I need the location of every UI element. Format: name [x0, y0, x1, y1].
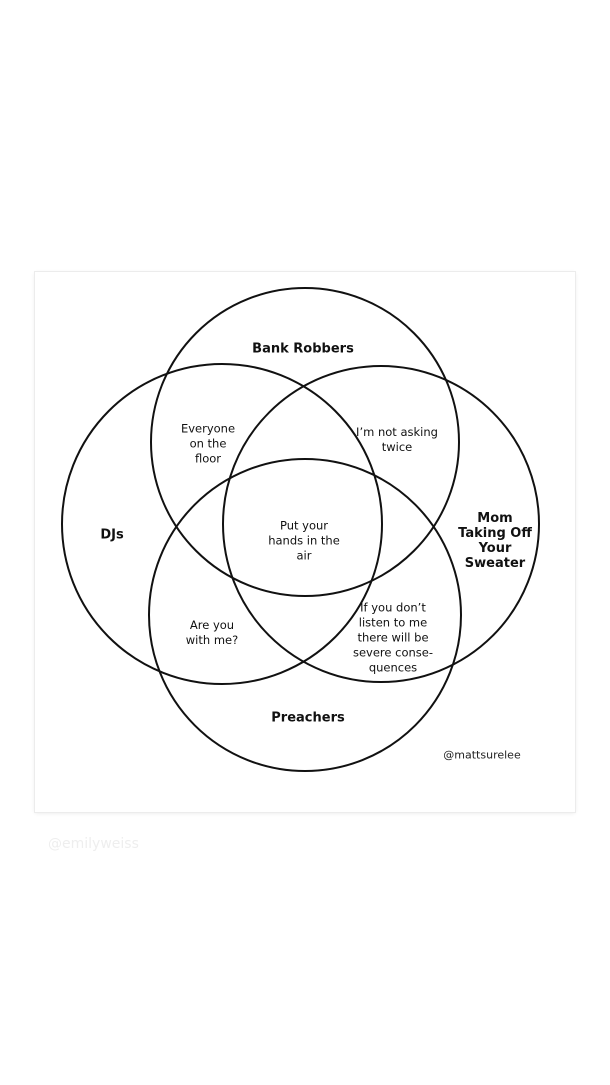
intersection-label-bank-robbers-mom: I’m not asking twice [356, 425, 438, 455]
circle-mom-sweater [222, 365, 540, 683]
circle-bank-robbers [150, 287, 460, 597]
circle-preachers [148, 458, 462, 772]
venn-diagram-card: Bank Robbers DJs Mom Taking Off Your Swe… [35, 272, 575, 812]
intersection-label-line: on the [189, 436, 227, 451]
set-label-mom-sweater-line: Your [478, 541, 512, 556]
intersection-label-line: there will be [357, 630, 429, 645]
set-label-bank-robbers: Bank Robbers [252, 341, 354, 357]
credit-handle: @mattsurelee [443, 748, 521, 762]
set-label-djs: DJs [100, 527, 124, 543]
intersection-label-line: floor [194, 451, 222, 466]
intersection-label-line: I’m not asking [356, 425, 438, 439]
set-label-preachers: Preachers [271, 710, 345, 726]
circle-djs [61, 363, 383, 685]
intersection-label-line: Put your [279, 518, 329, 533]
intersection-label-line: twice [381, 440, 413, 454]
intersection-label-center: Put your hands in the air [268, 519, 340, 564]
set-label-mom-sweater-line: Sweater [464, 556, 526, 571]
intersection-label-djs-bank-robbers: Everyone on the floor [181, 422, 235, 467]
set-label-mom-sweater: Mom Taking Off Your Sweater [458, 511, 532, 571]
venn-diagram [61, 287, 540, 772]
intersection-label-line: air [296, 548, 312, 563]
intersection-label-line: If you don’t [360, 600, 426, 615]
intersection-label-line: listen to me [358, 615, 428, 630]
intersection-label-line: Everyone [180, 421, 236, 436]
intersection-label-djs-preachers: Are you with me? [186, 618, 238, 648]
intersection-label-line: Are you [189, 618, 235, 632]
set-label-mom-sweater-line: Mom [477, 511, 513, 526]
intersection-label-mom-preachers: If you don’t listen to me there will be … [353, 601, 433, 676]
intersection-label-line: severe conse- [352, 645, 434, 660]
intersection-label-line: quences [368, 660, 418, 675]
intersection-label-line: with me? [185, 633, 239, 647]
set-label-mom-sweater-line: Taking Off [458, 526, 532, 541]
intersection-label-line: hands in the [268, 533, 340, 548]
watermark-handle: @emilyweiss [48, 836, 139, 852]
